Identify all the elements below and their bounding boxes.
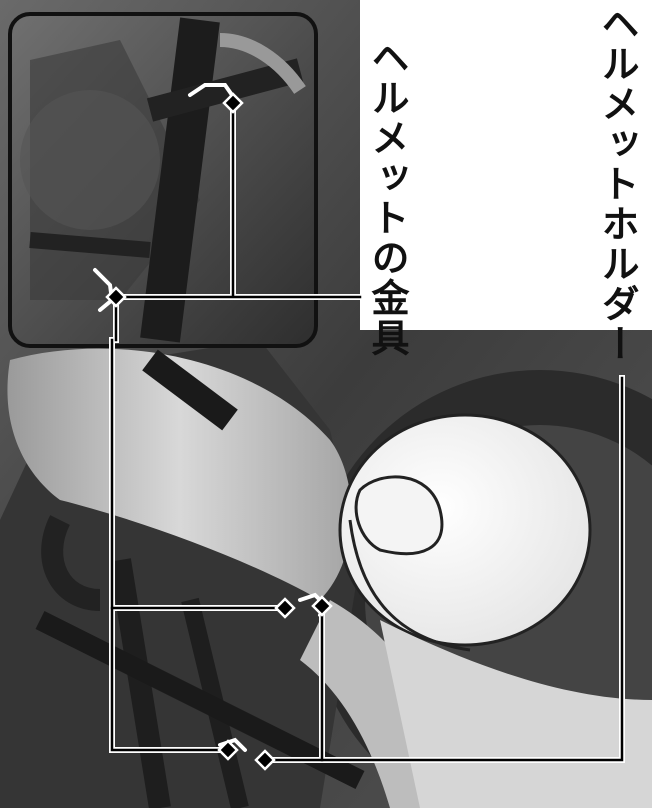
helmet-fitting-label: ヘルメットの金具 bbox=[365, 38, 409, 358]
marker-diamond bbox=[222, 92, 244, 114]
helmet-holder-label: ヘルメットホルダー bbox=[595, 4, 639, 364]
marker-diamond bbox=[217, 739, 239, 761]
marker-diamond bbox=[105, 286, 127, 308]
marker-diamond bbox=[254, 749, 276, 771]
marker-diamond bbox=[274, 597, 296, 619]
marker-diamond bbox=[311, 595, 333, 617]
